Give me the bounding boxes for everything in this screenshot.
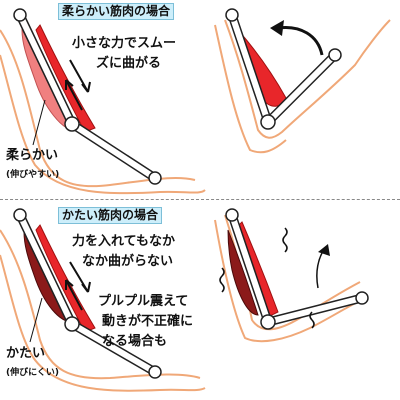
label-soft-muscle: 柔らかい bbox=[6, 148, 59, 163]
wrist-joint bbox=[148, 171, 162, 185]
forearm-bone bbox=[69, 321, 158, 375]
shoulder-joint bbox=[225, 8, 239, 22]
shoulder-joint bbox=[13, 8, 27, 22]
elbow-joint bbox=[260, 114, 276, 130]
arrow-icon bbox=[277, 25, 324, 56]
caption-stiff-line1: 力を入れてもなか bbox=[72, 234, 175, 249]
stiff-muscle bbox=[227, 229, 259, 316]
caption-tremor-line2: 動きが不正確に bbox=[102, 314, 194, 329]
elbow-joint bbox=[260, 314, 276, 330]
label-leader-line bbox=[29, 297, 43, 343]
tremor-icon bbox=[282, 227, 288, 253]
forearm-bone bbox=[265, 52, 338, 125]
arrow-icon bbox=[270, 20, 284, 36]
arm-outline bbox=[214, 219, 363, 343]
top-left-arm bbox=[0, 8, 206, 195]
label-stiff-muscle: かたい bbox=[6, 346, 46, 361]
forearm-bone bbox=[265, 295, 365, 325]
upper-arm-bone bbox=[229, 12, 271, 125]
section-header-soft: 柔らかい筋肉の場合 bbox=[58, 3, 175, 20]
arrow-icon bbox=[316, 247, 326, 289]
tremor-icon bbox=[309, 311, 315, 329]
forearm-bone bbox=[69, 121, 158, 181]
upper-arm-bone bbox=[229, 212, 271, 325]
upper-arm-bone bbox=[17, 212, 75, 327]
arm-outline bbox=[0, 254, 206, 392]
tremor-icon bbox=[219, 267, 225, 293]
label-stiff-muscle-sub: (伸びにくい) bbox=[6, 368, 60, 378]
arm-outline bbox=[0, 54, 206, 195]
upper-arm-bone bbox=[17, 12, 75, 127]
caption-soft-line2: ズに曲がる bbox=[96, 56, 162, 71]
elbow-joint bbox=[64, 316, 80, 332]
caption-tremor-line3: なる場合も bbox=[102, 334, 168, 349]
shoulder-joint bbox=[13, 208, 27, 222]
arrow-icon bbox=[318, 244, 330, 256]
elbow-joint bbox=[64, 116, 80, 132]
caption-stiff-line2: なか曲がらない bbox=[82, 254, 174, 269]
label-leader-line bbox=[32, 99, 46, 146]
arrow-icon bbox=[65, 79, 83, 111]
caption-soft-line1: 小さな力でスムー bbox=[72, 36, 177, 51]
section-header-stiff: かたい筋肉の場合 bbox=[58, 207, 163, 224]
wrist-joint bbox=[148, 365, 162, 379]
section-divider bbox=[0, 199, 400, 200]
shoulder-joint bbox=[225, 208, 239, 222]
top-right-arm bbox=[214, 8, 391, 154]
caption-tremor-line1: プルプル震えて bbox=[98, 294, 189, 309]
arrow-icon bbox=[69, 59, 91, 93]
arm-outline bbox=[214, 24, 287, 154]
wrist-joint bbox=[328, 48, 342, 62]
wrist-joint bbox=[355, 291, 369, 305]
bottom-right-arm bbox=[214, 208, 369, 343]
arm-outline bbox=[224, 19, 391, 139]
label-soft-muscle-sub: (伸びやすい) bbox=[6, 170, 60, 180]
arrow-icon bbox=[65, 279, 83, 311]
bottom-left-arm bbox=[0, 208, 206, 392]
arrow-icon bbox=[69, 261, 91, 293]
